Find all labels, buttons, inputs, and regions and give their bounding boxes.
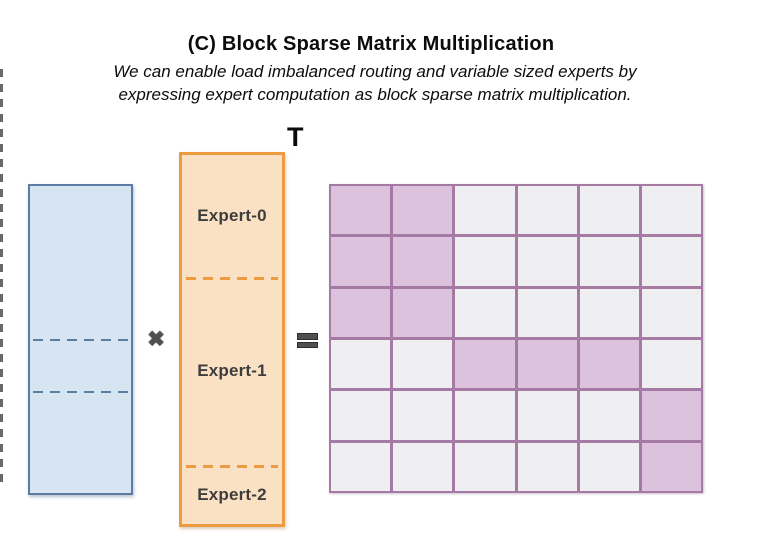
grid-cell-empty: [331, 339, 391, 389]
grid-cell-empty: [641, 237, 701, 286]
expert-1-section: Expert-1: [182, 277, 282, 465]
grid-cell-filled: [455, 339, 515, 389]
expert-2-section: Expert-2: [182, 465, 282, 524]
grid-cell-empty: [579, 288, 639, 337]
grid-cell-filled: [393, 186, 453, 235]
subtitle-line-1: We can enable load imbalanced routing an…: [113, 62, 637, 81]
grid-cell-empty: [517, 186, 577, 235]
expert-1-label: Expert-1: [197, 361, 267, 380]
grid-cell-empty: [517, 391, 577, 440]
grid-cell-filled: [331, 186, 391, 235]
grid-cell-empty: [331, 391, 391, 440]
output-grid: [329, 184, 703, 493]
grid-cell-empty: [641, 339, 701, 389]
grid-cell-empty: [641, 186, 701, 235]
grid-cell-filled: [331, 288, 391, 337]
grid-cell-filled: [331, 237, 391, 286]
grid-cell-filled: [393, 288, 453, 337]
expert-matrix-divider-1: [186, 277, 278, 280]
grid-cell-empty: [455, 442, 515, 491]
multiply-icon: ✖: [147, 328, 165, 351]
input-token-matrix: [28, 184, 133, 495]
figure-title: (C) Block Sparse Matrix Multiplication: [187, 33, 555, 55]
equals-icon: [297, 333, 318, 348]
expert-weight-matrix: Expert-0 Expert-1 Expert-2: [179, 152, 285, 527]
input-matrix-divider-2: [33, 391, 128, 393]
grid-cell-empty: [455, 186, 515, 235]
grid-cell-filled: [393, 237, 453, 286]
grid-cell-empty: [393, 391, 453, 440]
grid-cell-empty: [579, 186, 639, 235]
grid-cell-empty: [455, 288, 515, 337]
input-matrix-divider-1: [33, 339, 128, 341]
page-edge-dashed-line: [0, 69, 3, 485]
grid-cell-empty: [393, 442, 453, 491]
grid-cell-empty: [455, 237, 515, 286]
figure-subtitle: We can enable load imbalanced routing an…: [1, 60, 749, 106]
grid-cell-filled: [579, 339, 639, 389]
grid-cell-empty: [579, 391, 639, 440]
grid-cell-empty: [579, 442, 639, 491]
grid-cell-filled: [517, 339, 577, 389]
transpose-label: T: [287, 122, 304, 152]
expert-0-section: Expert-0: [182, 155, 282, 277]
grid-cell-empty: [641, 288, 701, 337]
grid-cell-filled: [641, 442, 701, 491]
grid-cell-filled: [641, 391, 701, 440]
grid-cell-empty: [393, 339, 453, 389]
grid-cell-empty: [517, 442, 577, 491]
equals-bar-top: [297, 333, 318, 340]
expert-0-label: Expert-0: [197, 206, 267, 225]
grid-cell-empty: [331, 442, 391, 491]
expert-matrix-divider-2: [186, 465, 278, 468]
grid-cell-empty: [455, 391, 515, 440]
expert-2-label: Expert-2: [197, 484, 267, 504]
grid-cell-empty: [579, 237, 639, 286]
grid-cell-empty: [517, 288, 577, 337]
equals-bar-bottom: [297, 341, 318, 348]
subtitle-line-2: expressing expert computation as block s…: [118, 85, 632, 104]
grid-cell-empty: [517, 237, 577, 286]
